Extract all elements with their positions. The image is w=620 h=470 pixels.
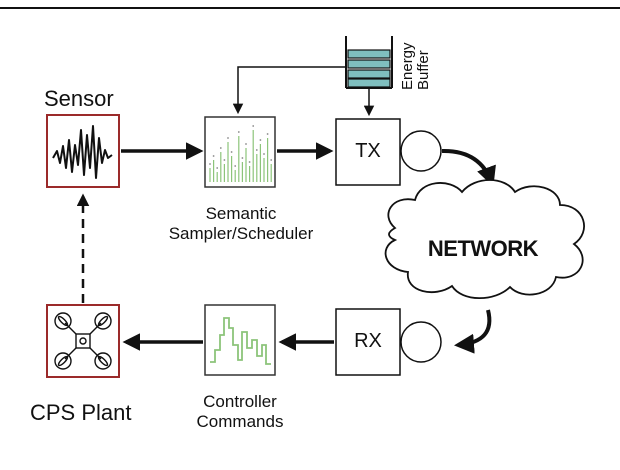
sampler-marker <box>219 147 222 149</box>
arrow-energy-to-sampler <box>232 66 346 115</box>
controller-signal <box>210 317 271 365</box>
controller-label-line1: Controller <box>203 392 277 411</box>
tx-antenna <box>400 130 442 172</box>
rx-label: RX <box>354 330 382 352</box>
sampler-marker <box>234 165 237 167</box>
sampler-marker <box>248 161 251 163</box>
sampler-label-line1: Semantic <box>205 204 277 223</box>
network-label: NETWORK <box>427 236 539 261</box>
rx-box <box>335 308 401 376</box>
sampler-label-line2: Sampler/Scheduler <box>168 223 314 243</box>
sampler-marker <box>259 139 262 141</box>
plant-label: CPS Plant <box>30 400 132 425</box>
sampler-plot <box>209 125 273 182</box>
energy-label-line2: Buffer <box>414 50 432 90</box>
energy-buffer-label: Energy Buffer <box>399 42 432 90</box>
sampler-marker <box>241 157 244 159</box>
sampler-marker <box>223 159 226 161</box>
sampler-marker <box>216 167 219 169</box>
sampler-marker <box>237 131 240 133</box>
sampler-box <box>204 116 276 188</box>
tx-label: TX <box>355 140 381 162</box>
drone-icon <box>54 312 112 370</box>
sampler-marker <box>270 159 273 161</box>
sampler-marker <box>252 125 255 127</box>
controller-box <box>204 304 276 376</box>
sensor-waveform <box>52 125 113 179</box>
sampler-marker <box>255 149 258 151</box>
rx-antenna <box>400 321 442 363</box>
energy-label-line1: Energy <box>399 42 416 90</box>
sensor-box <box>46 114 120 188</box>
arrow-network-to-rx <box>454 309 492 354</box>
sampler-marker <box>227 137 229 139</box>
sampler-marker <box>245 143 247 145</box>
controller-label-line2: Commands <box>196 411 284 431</box>
arrow-tx-to-network <box>441 148 496 187</box>
tx-box <box>335 118 401 186</box>
controller-label: Controller Commands <box>180 392 300 431</box>
network-cloud <box>384 179 585 299</box>
sensor-label: Sensor <box>44 86 114 111</box>
sampler-marker <box>212 155 215 157</box>
sampler-marker <box>230 151 233 153</box>
sampler-marker <box>263 153 265 155</box>
sampler-marker <box>209 163 211 165</box>
plant-box <box>46 304 120 378</box>
sampler-marker <box>266 133 269 135</box>
sampler-label: Semantic Sampler/Scheduler <box>156 204 326 243</box>
energy-buffer <box>345 36 393 89</box>
